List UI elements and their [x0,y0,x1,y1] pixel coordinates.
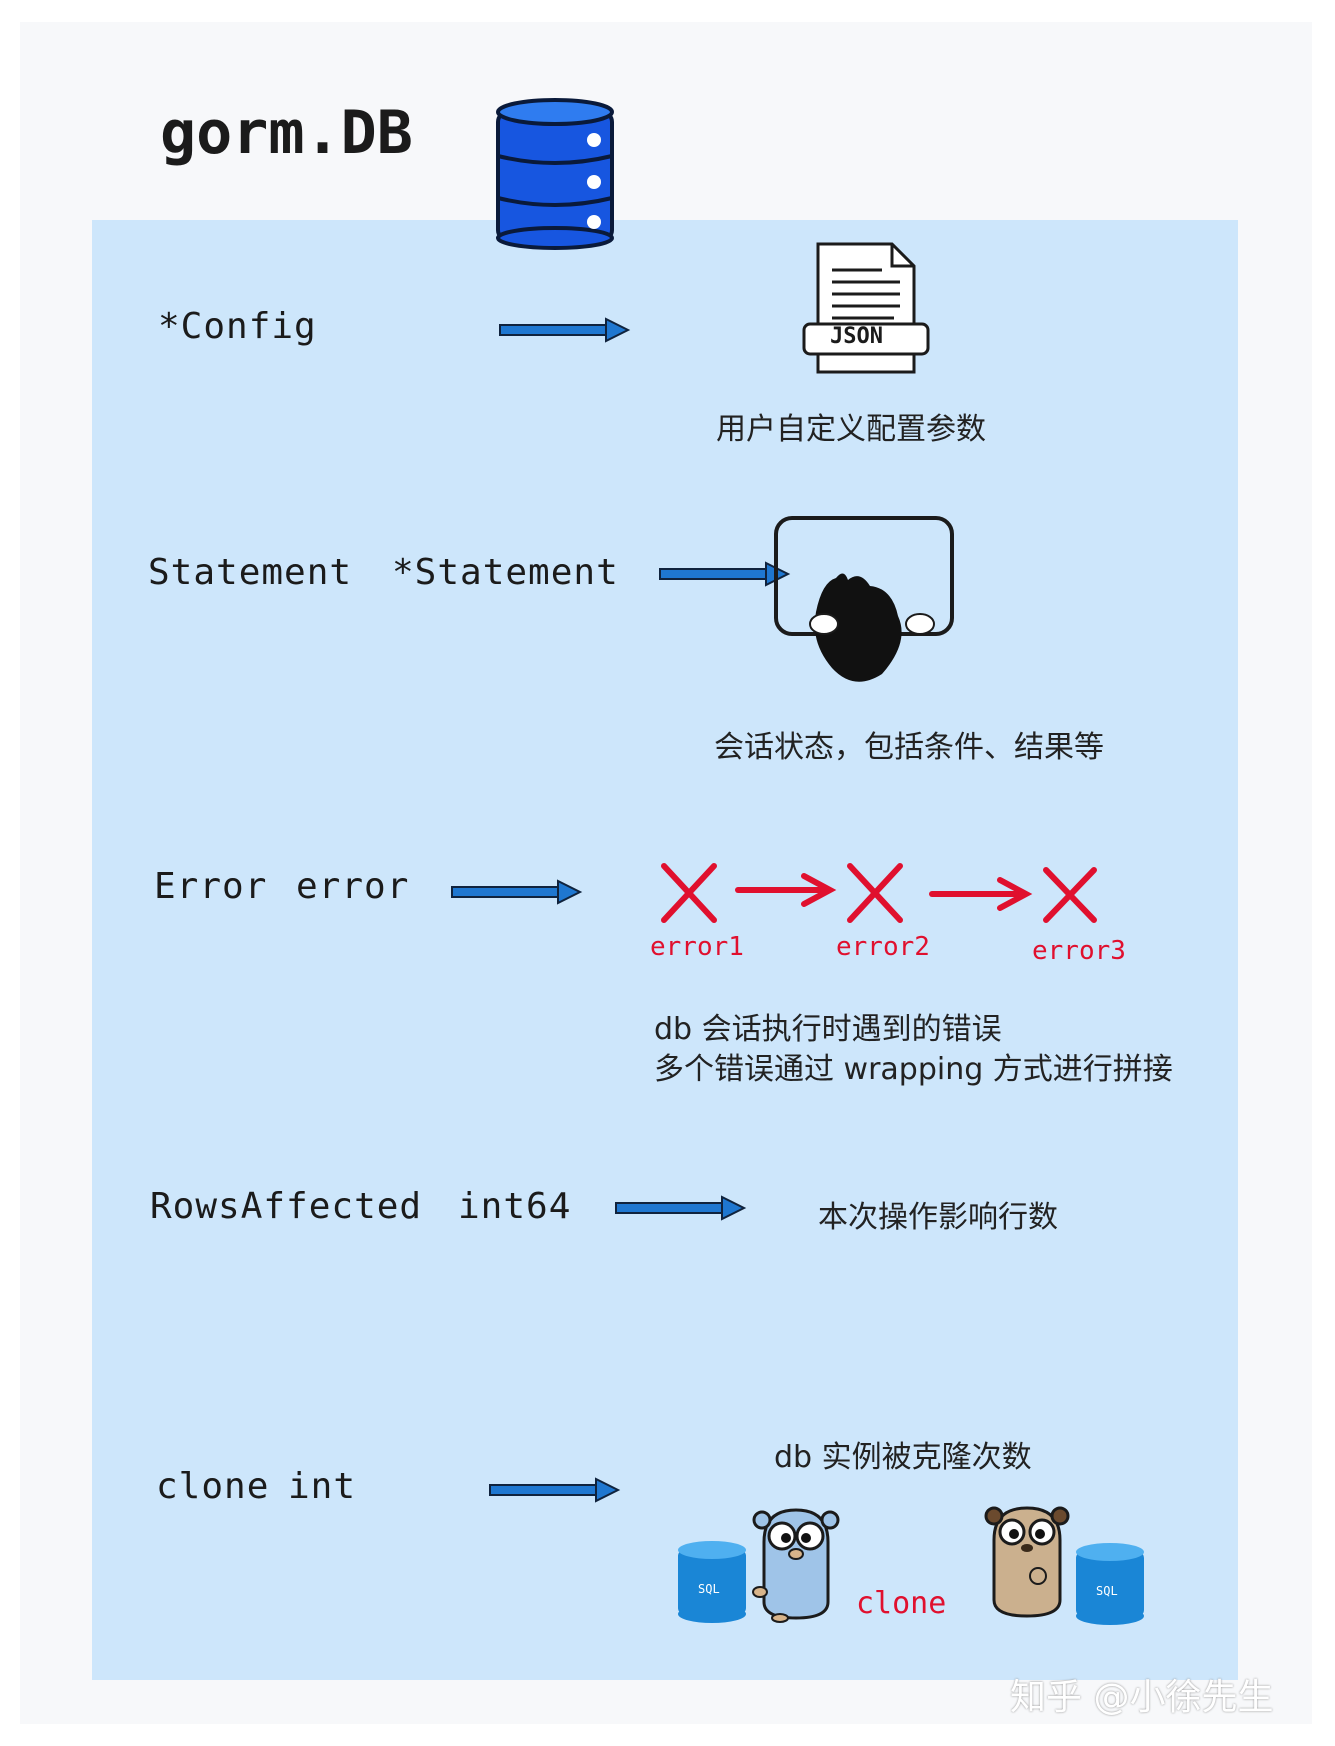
json-label: JSON [830,324,883,349]
description-statement: 会话状态，包括条件、结果等 [714,730,1104,765]
arrow-clone [489,1477,621,1503]
gopher-board-icon [774,516,954,682]
type-rows-affected: int64 [458,1186,572,1227]
sql-label-left: SQL [698,1582,720,1596]
error-label-2: error2 [836,932,930,962]
error-label-1: error1 [650,932,744,962]
description-error-line1: db 会话执行时遇到的错误 [654,1012,1002,1047]
field-config: *Config [158,306,317,347]
field-rows-affected: RowsAffected [150,1186,423,1227]
sql-label-right: SQL [1096,1584,1118,1598]
field-statement: Statement [148,552,353,593]
diagram-title: gorm.DB [160,98,413,168]
sql-database-icon-right [1076,1543,1144,1625]
field-clone: clone [156,1466,270,1507]
content-panel [92,220,1238,1680]
description-config: 用户自定义配置参数 [716,412,986,447]
error-label-3: error3 [1032,936,1126,966]
sql-database-icon-left [678,1541,746,1623]
error-chain [661,863,1097,923]
description-clone: db 实例被克隆次数 [774,1440,1032,1475]
description-error-line2: 多个错误通过 wrapping 方式进行拼接 [654,1052,1173,1087]
description-rows-affected: 本次操作影响行数 [818,1200,1058,1235]
database-icon [496,98,614,250]
arrow-config [499,317,631,343]
type-statement: *Statement [392,552,619,593]
arrow-rows-affected [615,1195,747,1221]
field-error: Error [154,866,268,907]
clone-label: clone [856,1586,947,1621]
gopher-blue-icon [752,1508,840,1623]
gopher-brown-icon [984,1506,1070,1618]
arrow-error [451,879,583,905]
json-file-icon [802,242,930,374]
type-clone: int [288,1466,357,1507]
watermark: 知乎 @小徐先生 [1010,1677,1274,1718]
type-error: error [296,866,410,907]
